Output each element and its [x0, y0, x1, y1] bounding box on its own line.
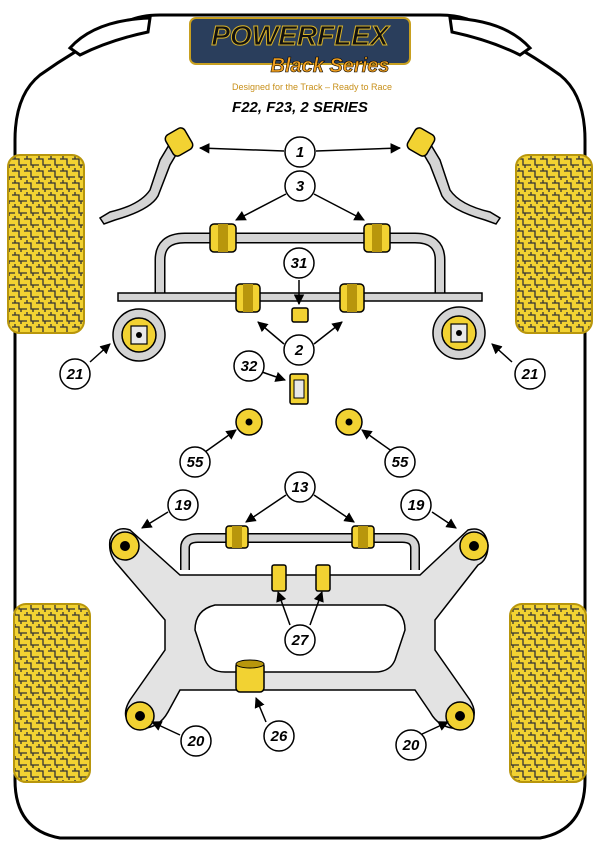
right-mirror — [448, 16, 533, 57]
front-right-tyre — [515, 154, 593, 334]
svg-text:26: 26 — [270, 728, 288, 745]
svg-text:31: 31 — [291, 255, 308, 272]
right-drop-link-bush — [406, 127, 436, 157]
part-19-bush-right — [459, 531, 489, 561]
svg-text:13: 13 — [292, 479, 309, 496]
callout-55-right: 55 — [384, 446, 416, 478]
brand-name: POWERFLEX — [211, 20, 391, 51]
tagline: Designed for the Track – Ready to Race — [232, 82, 392, 92]
svg-text:32: 32 — [241, 358, 258, 375]
svg-text:3: 3 — [296, 178, 305, 195]
svg-text:55: 55 — [187, 454, 204, 471]
callout-26: 26 — [263, 720, 295, 752]
callout-19-left: 19 — [167, 489, 199, 521]
left-top-mount — [112, 308, 166, 362]
part-27-bush-left — [271, 564, 287, 592]
callout-21-left: 21 — [59, 358, 91, 390]
callout-13: 13 — [284, 471, 316, 503]
left-drop-link — [98, 138, 181, 225]
callout-1: 1 — [284, 136, 316, 168]
svg-text:55: 55 — [392, 454, 409, 471]
svg-text:27: 27 — [291, 632, 309, 649]
right-top-mount — [432, 306, 486, 360]
left-mirror — [67, 16, 152, 57]
svg-text:1: 1 — [296, 144, 304, 161]
model-title: F22, F23, 2 SERIES — [232, 99, 368, 116]
part-20-bush-left — [125, 701, 155, 731]
part-20-bush-right — [445, 701, 475, 731]
svg-text:19: 19 — [408, 497, 425, 514]
part-19-bush-left — [110, 531, 140, 561]
part-31-bush — [291, 307, 309, 323]
callout-31: 31 — [283, 247, 315, 279]
left-drop-link-bush — [164, 127, 194, 157]
callout-32: 32 — [233, 350, 265, 382]
svg-text:19: 19 — [175, 497, 192, 514]
right-drop-link — [419, 138, 502, 225]
rear-right-tyre — [509, 603, 587, 783]
powerflex-logo: POWERFLEX Black Series — [189, 17, 411, 77]
svg-text:20: 20 — [187, 733, 205, 750]
leader-arrows — [89, 143, 513, 736]
rear-left-tyre — [13, 603, 91, 783]
svg-text:2: 2 — [294, 342, 304, 359]
callout-3: 3 — [284, 170, 316, 202]
callout-19-right: 19 — [400, 489, 432, 521]
callout-21-right: 21 — [514, 358, 546, 390]
svg-text:21: 21 — [521, 366, 539, 383]
svg-text:21: 21 — [66, 366, 84, 383]
series-name: Black Series — [271, 55, 390, 77]
front-left-tyre — [7, 154, 85, 334]
callout-27: 27 — [284, 624, 316, 656]
callout-2: 2 — [283, 334, 315, 366]
part-55-bush-left — [235, 408, 263, 436]
callout-55-left: 55 — [179, 446, 211, 478]
part-27-bush-right — [315, 564, 331, 592]
part-55-bush-right — [335, 408, 363, 436]
callout-20-right: 20 — [395, 729, 427, 761]
part-26-bush — [235, 659, 265, 693]
svg-text:20: 20 — [402, 737, 420, 754]
front-cross-bar — [117, 292, 483, 302]
callout-20-left: 20 — [180, 725, 212, 757]
